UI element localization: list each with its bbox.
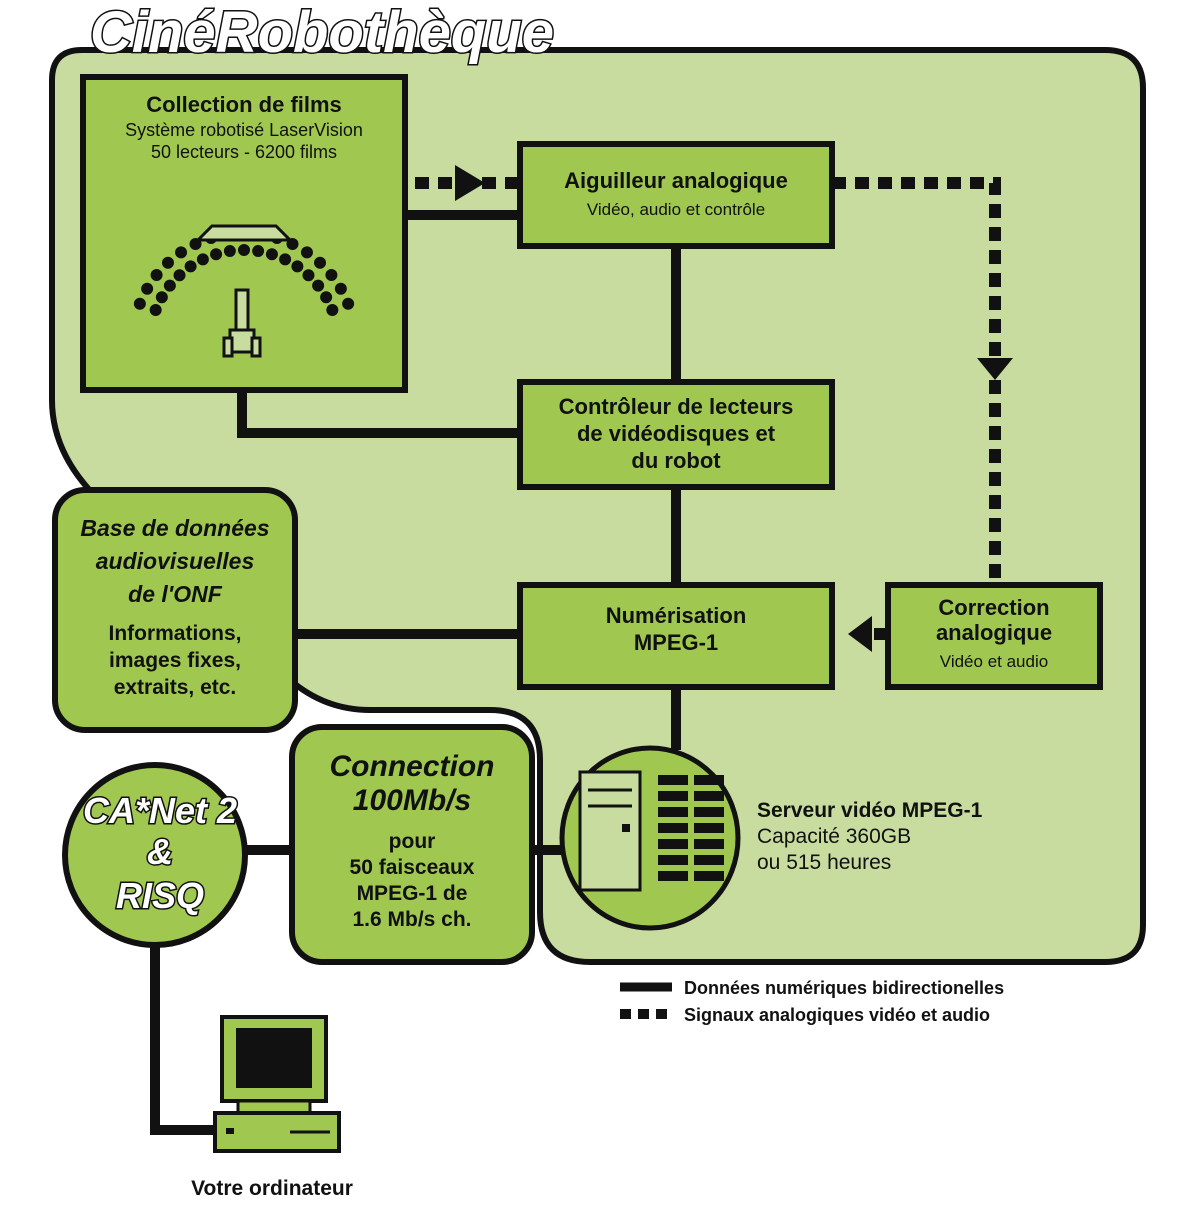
disc-player-dot [326, 304, 339, 317]
legend: Données numériques bidirectionelles Sign… [620, 978, 1004, 1025]
disc-player-dot [149, 304, 162, 317]
disk-unit [658, 823, 688, 833]
aiguilleur-box: Aiguilleur analogique Vidéo, audio et co… [517, 141, 835, 249]
disk-unit [658, 871, 688, 881]
serveur-line2: ou 515 heures [757, 851, 891, 874]
connection-line2: 50 faisceaux [350, 856, 475, 879]
disk-unit [694, 871, 724, 881]
server-tower-icon [578, 770, 642, 892]
connection-line3: MPEG-1 de [357, 882, 468, 905]
serveur-line1: Capacité 360GB [757, 825, 911, 848]
base-title1: Base de données [80, 515, 269, 541]
disk-unit [658, 855, 688, 865]
base-title3: de l'ONF [128, 581, 223, 607]
disc-player-dot [196, 253, 209, 266]
disc-player-dot [161, 256, 174, 269]
disc-player-dot [291, 260, 304, 273]
robot-arm-icon [222, 288, 262, 358]
disc-player-dot [265, 248, 278, 261]
aiguilleur-title: Aiguilleur analogique [564, 168, 788, 193]
page-title: CinéRobothèque [90, 0, 554, 65]
numerisation-line2: MPEG-1 [634, 630, 718, 655]
collection-box: Collection de films Système robotisé Las… [80, 74, 408, 393]
link-canet-ordinateur [150, 930, 215, 1135]
base-line1: Informations, [108, 622, 241, 645]
base-line3: extraits, etc. [114, 676, 237, 699]
ordinateur-label: Votre ordinateur [191, 1177, 353, 1200]
canet-line2: & [147, 831, 173, 872]
disc-player-dot [325, 268, 338, 281]
collection-line1: Système robotisé LaserVision [125, 120, 363, 140]
disk-unit [694, 823, 724, 833]
connection-line1: pour [389, 830, 436, 853]
disk-unit [694, 807, 724, 817]
disc-player-dot [175, 246, 188, 259]
disc-player-dot [314, 256, 327, 269]
disc-player-dot [334, 282, 347, 295]
arrow-aiguilleur-in [455, 165, 485, 201]
arrow-correction-in [977, 358, 1013, 380]
collection-title: Collection de films [146, 92, 342, 117]
disc-player-dot [302, 269, 315, 282]
correction-line2: analogique [936, 620, 1052, 645]
aiguilleur-sub: Vidéo, audio et contrôle [587, 200, 765, 219]
connection-title1: Connection [330, 750, 495, 783]
serveur-node: Serveur vidéo MPEG-1 Capacité 360GB ou 5… [559, 745, 983, 931]
disc-player-dot [238, 244, 250, 256]
canet-line3: RISQ [116, 875, 204, 916]
disk-unit [658, 807, 688, 817]
correction-box: Correction analogique Vidéo et audio [885, 582, 1103, 690]
base-box: Base de données audiovisuelles de l'ONF … [52, 487, 298, 733]
controleur-box: Contrôleur de lecteurs de vidéodisques e… [517, 379, 835, 490]
serveur-title: Serveur vidéo MPEG-1 [757, 799, 983, 822]
disk-unit [694, 791, 724, 801]
base-line2: images fixes, [109, 649, 241, 672]
disc-player-dot [133, 297, 146, 310]
disc-player-dot [252, 245, 265, 258]
connection-box: Connection 100Mb/s pour 50 faisceaux MPE… [289, 724, 535, 965]
base-title2: audiovisuelles [96, 548, 255, 574]
disk-unit [694, 839, 724, 849]
controleur-line1: Contrôleur de lecteurs [559, 394, 794, 419]
correction-sub: Vidéo et audio [940, 652, 1048, 671]
disc-player-dot [155, 291, 168, 304]
disc-player-dot [342, 297, 355, 310]
disk-unit [694, 775, 724, 785]
connection-title2: 100Mb/s [353, 784, 471, 817]
disc-player-dot [210, 248, 223, 261]
disc-player-dot [223, 245, 236, 258]
disc-player-dot [312, 279, 325, 292]
arrow-numerisation-in [848, 616, 872, 652]
canet-node: CA*Net 2 & RISQ [62, 762, 248, 948]
correction-line1: Correction [938, 595, 1049, 620]
disc-player-dot [141, 282, 154, 295]
disc-player-dot [150, 268, 163, 281]
robot-head-icon [194, 224, 294, 242]
legend-dashed-label: Signaux analogiques vidéo et audio [684, 1005, 990, 1025]
disc-player-dot [320, 291, 333, 304]
controleur-line3: du robot [631, 448, 721, 473]
disk-unit [658, 791, 688, 801]
canet-line1: CA*Net 2 [83, 790, 237, 831]
analog-aiguilleur-correction [832, 177, 1001, 358]
controleur-line2: de vidéodisques et [577, 421, 776, 446]
disk-unit [658, 775, 688, 785]
disc-player-dot [163, 279, 176, 292]
legend-solid-label: Données numériques bidirectionelles [684, 978, 1004, 998]
disc-player-dot [184, 260, 197, 273]
numerisation-box: Numérisation MPEG-1 [517, 582, 835, 690]
computer-icon [213, 1015, 341, 1153]
disk-array-icon [658, 775, 724, 881]
connection-line4: 1.6 Mb/s ch. [352, 908, 471, 931]
disc-player-dot [279, 253, 292, 266]
collection-line2: 50 lecteurs - 6200 films [151, 142, 337, 162]
disc-player-dot [173, 269, 186, 282]
disc-player-dot [300, 246, 313, 259]
disk-unit [658, 839, 688, 849]
disk-unit [694, 855, 724, 865]
numerisation-line1: Numérisation [606, 603, 747, 628]
